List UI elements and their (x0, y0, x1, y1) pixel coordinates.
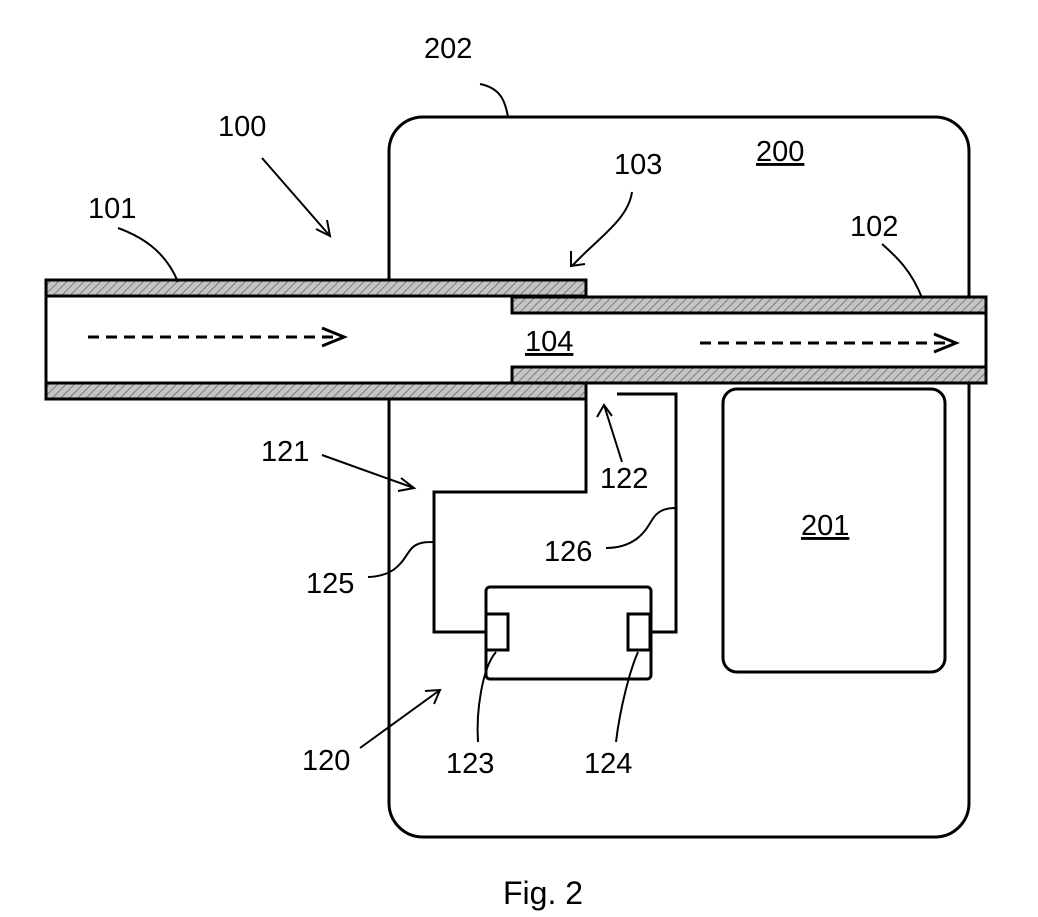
label-202: 202 (424, 33, 472, 65)
tube-lumen-left (46, 296, 586, 383)
label-126: 126 (544, 536, 592, 568)
leader-101 (118, 228, 178, 282)
label-120: 120 (302, 745, 350, 777)
label-122: 122 (600, 463, 648, 495)
label-125: 125 (306, 568, 354, 600)
second-tube-bottom-wall (512, 367, 986, 383)
circuit-module (486, 587, 651, 679)
label-104: 104 (525, 326, 573, 358)
leader-100 (262, 158, 330, 236)
second-tube-top-wall (512, 297, 986, 313)
figure-caption: Fig. 2 (503, 875, 583, 911)
first-tube-top-wall (46, 280, 586, 296)
tube-lumen-right (512, 313, 986, 367)
label-103: 103 (614, 149, 662, 181)
label-102: 102 (850, 211, 898, 243)
label-121: 121 (261, 436, 309, 468)
first-tube-bottom-wall (46, 383, 586, 399)
label-101: 101 (88, 193, 136, 225)
right-contact (628, 614, 650, 650)
label-201: 201 (801, 510, 849, 542)
label-100: 100 (218, 111, 266, 143)
label-200: 200 (756, 136, 804, 168)
label-123: 123 (446, 748, 494, 780)
label-124: 124 (584, 748, 632, 780)
leader-202 (480, 84, 508, 117)
left-contact (486, 614, 508, 650)
